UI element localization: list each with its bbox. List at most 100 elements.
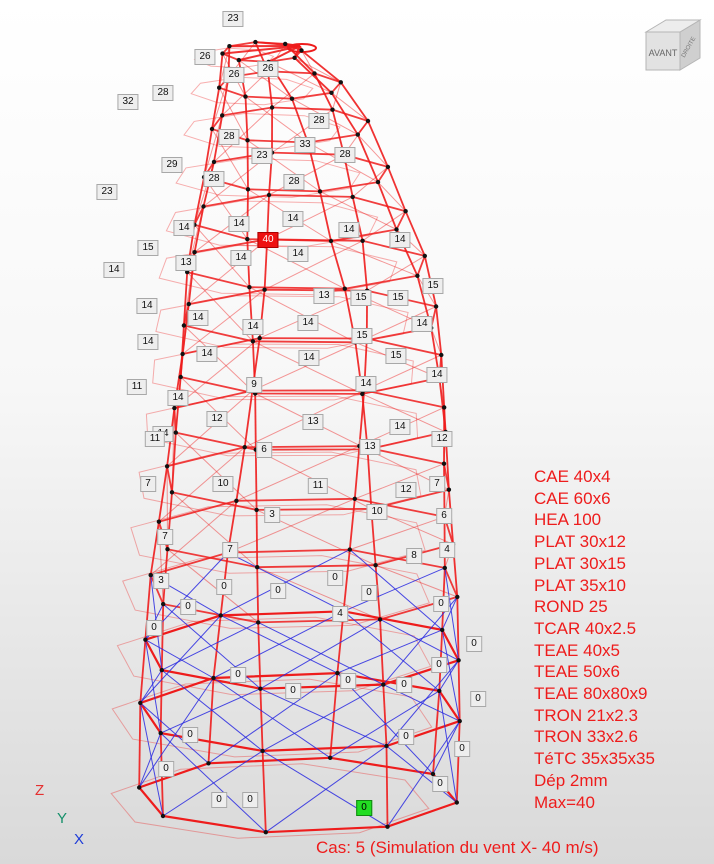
node [263, 830, 268, 835]
bracing-member [265, 745, 387, 833]
stress-label: 0 [146, 620, 162, 636]
diagonal-member [294, 57, 342, 83]
stress-label: 12 [206, 411, 228, 427]
stress-label: 4 [332, 606, 348, 622]
node [456, 658, 461, 663]
axis-x-label: X [74, 831, 85, 848]
node [403, 209, 408, 214]
axis-z-label: Z [35, 782, 45, 799]
bracing-member [260, 618, 381, 690]
spire-member [222, 45, 301, 55]
stress-label: 7 [429, 476, 445, 492]
stress-label: 14 [167, 390, 189, 406]
leg-member [374, 565, 381, 620]
stress-label: 14 [282, 211, 304, 227]
stress-label: 14 [228, 216, 250, 232]
bracing-member [227, 552, 344, 612]
diagonal-member [377, 181, 406, 212]
legend-item: TEAE 80x80x9 [534, 684, 648, 704]
node [394, 227, 399, 232]
diagonal-member [363, 354, 442, 391]
leg-member [160, 604, 165, 671]
leg-member [342, 549, 351, 612]
node [375, 179, 381, 185]
stress-label: 14 [242, 319, 264, 335]
node [455, 594, 460, 600]
leg-member [361, 240, 368, 291]
node [262, 287, 267, 292]
stress-label: 0 [180, 599, 196, 615]
stress-label: 3 [264, 507, 280, 523]
bracing-member [139, 702, 164, 817]
leg-member [438, 377, 447, 433]
leg-member [379, 619, 385, 685]
leg-member [457, 660, 461, 722]
diagonal-member [194, 224, 250, 288]
leg-member [257, 622, 262, 689]
stress-label: 0 [270, 583, 286, 599]
node [373, 563, 378, 568]
leg-member [211, 87, 221, 130]
stress-label: 14 [389, 419, 411, 435]
diagonal-member [245, 96, 309, 143]
legend-item: PLAT 30x15 [534, 553, 626, 573]
view-cube[interactable]: AVANT DROITE [640, 14, 706, 80]
node [257, 335, 262, 341]
view-cube-front: AVANT [649, 48, 678, 58]
stress-label: 14 [187, 310, 209, 326]
stress-label: 26 [194, 49, 216, 65]
legend-item: TEAE 40x5 [534, 640, 620, 660]
legend-item: TRON 33x2.6 [534, 727, 638, 747]
max-stress-label: 40 [257, 232, 279, 248]
diagonal-member [331, 92, 369, 122]
stress-label: 0 [470, 691, 486, 707]
leg-member [351, 196, 364, 241]
secondary-ring [138, 451, 422, 517]
node [328, 238, 334, 244]
node [138, 700, 143, 706]
stress-label: 0 [433, 596, 449, 612]
bracing-member [383, 684, 460, 722]
stress-label: 32 [117, 94, 139, 110]
bracing-member [162, 603, 261, 690]
diagonal-member [362, 210, 406, 242]
leg-member [432, 690, 441, 775]
node [289, 96, 295, 101]
diagonal-member [259, 290, 368, 339]
section-legend: CAE 40x4 CAE 60x6 HEA 100 PLAT 30x12 PLA… [534, 466, 655, 813]
stress-label: 14 [338, 222, 360, 238]
legend-item: HEA 100 [534, 510, 602, 530]
legend-item: TéTC 35x35x35 [534, 749, 655, 769]
stress-label: 28 [203, 171, 225, 187]
bracing-member [139, 702, 209, 764]
stress-label: 15 [137, 240, 159, 256]
node [243, 94, 248, 99]
node [381, 682, 386, 687]
node [256, 620, 261, 625]
diagonal-member [218, 87, 248, 141]
stress-label: 0 [182, 727, 198, 743]
axis-y-label: Y [57, 810, 68, 827]
node [192, 250, 197, 255]
diagonal-member [188, 238, 268, 305]
bracing-member [220, 614, 338, 674]
stress-label: 15 [387, 290, 409, 306]
diagonal-member [249, 286, 356, 343]
stress-label: 7 [140, 476, 156, 492]
bracing-member [160, 688, 261, 734]
node [299, 48, 304, 53]
node [236, 57, 241, 63]
spire-member [268, 45, 301, 63]
node [258, 686, 263, 691]
stress-label: 12 [431, 431, 453, 447]
min-stress-label: 0 [356, 800, 372, 816]
stress-label: 14 [136, 298, 158, 314]
diagonal-member [257, 566, 381, 620]
bracing-member [343, 567, 445, 612]
stress-label: 14 [137, 334, 159, 350]
stress-label: 33 [294, 137, 316, 153]
stress-label: 0 [466, 636, 482, 652]
diagonal-member [158, 446, 246, 523]
secondary-ring [122, 555, 430, 629]
stress-label: 29 [161, 157, 183, 173]
